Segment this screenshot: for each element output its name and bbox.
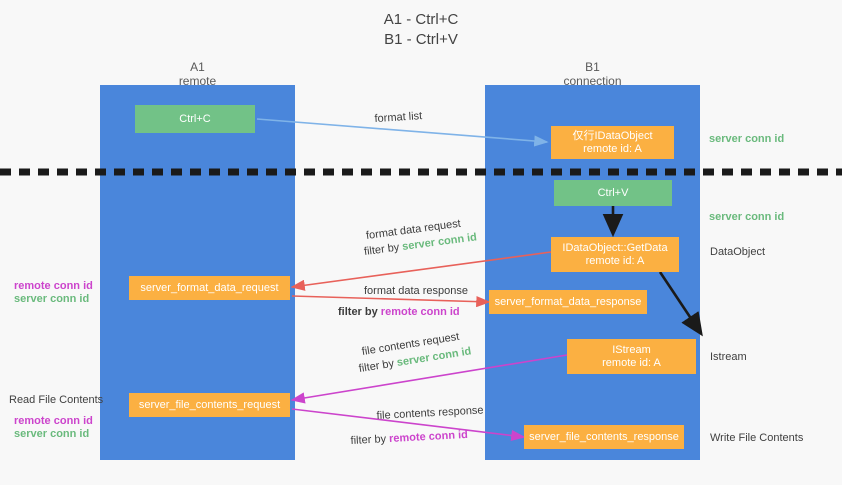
box-istream[interactable]: IStream remote id: A bbox=[567, 339, 696, 374]
box-ctrl-v[interactable]: Ctrl+V bbox=[554, 180, 672, 206]
box-server-format-data-response[interactable]: server_format_data_response bbox=[489, 290, 647, 314]
annotation-istream: Istream bbox=[710, 350, 747, 364]
annotation-remote-conn-id-1: remote conn id bbox=[14, 279, 93, 293]
arrow-label-format-list: format list bbox=[374, 109, 422, 126]
annotation-read-file-contents: Read File Contents bbox=[9, 393, 103, 407]
box-idataobject-getdata-line1: IDataObject::GetData bbox=[562, 241, 668, 254]
box-ctrl-c[interactable]: Ctrl+C bbox=[135, 105, 255, 133]
box-idataobject-line1: 仅行IDataObject bbox=[572, 129, 653, 142]
annotation-remote-conn-id-1-text: remote conn id bbox=[14, 280, 93, 292]
box-server-format-data-request[interactable]: server_format_data_request bbox=[129, 276, 290, 300]
box-idataobject-getdata-line2: remote id: A bbox=[585, 254, 645, 267]
box-idataobject[interactable]: 仅行IDataObject remote id: A bbox=[551, 126, 674, 159]
annotation-server-conn-id-2: server conn id bbox=[14, 427, 89, 441]
column-header-a1-sub: remote bbox=[178, 74, 217, 88]
annotation-server-conn-id-mid: server conn id bbox=[709, 210, 784, 224]
annotation-server-conn-id-top: server conn id bbox=[709, 132, 784, 146]
annotation-write-file-contents: Write File Contents bbox=[710, 431, 803, 445]
annotation-read-file-contents-text: Read File Contents bbox=[9, 394, 104, 406]
box-ctrl-c-label: Ctrl+C bbox=[179, 112, 211, 125]
arrow-label-file-contents-response-text: file contents response bbox=[376, 404, 484, 423]
column-header-a1-name: A1 bbox=[190, 60, 205, 74]
page-title: A1 - Ctrl+C B1 - Ctrl+V bbox=[0, 10, 842, 50]
annotation-server-conn-id-top-text: server conn id bbox=[709, 133, 785, 145]
box-server-format-data-request-label: server_format_data_request bbox=[140, 281, 279, 294]
box-server-file-contents-request-label: server_file_contents_request bbox=[138, 398, 281, 411]
annotation-remote-conn-id-2: remote conn id bbox=[14, 414, 93, 428]
filter-prefix-2: filter by bbox=[338, 306, 381, 318]
filter-prefix-3: filter by bbox=[357, 357, 398, 376]
arrow-label-format-data-response-text: format data response bbox=[364, 285, 468, 297]
column-header-a1: A1 remote bbox=[100, 60, 295, 88]
annotation-remote-conn-id-2-text: remote conn id bbox=[14, 415, 93, 427]
arrow-label-file-contents-response: file contents response bbox=[376, 403, 484, 423]
title-line-1: A1 - Ctrl+C bbox=[383, 11, 459, 28]
annotation-dataobject: DataObject bbox=[710, 245, 765, 259]
annotation-server-conn-id-1: server conn id bbox=[14, 292, 89, 306]
arrow-label-format-data-response-filter: filter by remote conn id bbox=[338, 305, 460, 319]
filter-value-2: remote conn id bbox=[380, 306, 460, 318]
annotation-write-file-contents-text: Write File Contents bbox=[710, 432, 804, 444]
annotation-server-conn-id-2-text: server conn id bbox=[14, 428, 90, 440]
box-server-file-contents-request[interactable]: server_file_contents_request bbox=[129, 393, 290, 417]
box-idataobject-getdata[interactable]: IDataObject::GetData remote id: A bbox=[551, 237, 679, 272]
arrow-label-format-list-text: format list bbox=[374, 110, 423, 126]
box-server-file-contents-response[interactable]: server_file_contents_response bbox=[524, 425, 684, 449]
annotation-istream-text: Istream bbox=[710, 351, 747, 363]
filter-prefix-1: filter by bbox=[363, 241, 404, 259]
box-istream-line2: remote id: A bbox=[602, 356, 661, 369]
box-ctrl-v-label: Ctrl+V bbox=[597, 186, 629, 199]
column-header-b1-name: B1 bbox=[585, 60, 600, 74]
box-server-format-data-response-label: server_format_data_response bbox=[494, 295, 642, 308]
annotation-dataobject-text: DataObject bbox=[710, 246, 766, 258]
box-istream-line1: IStream bbox=[612, 343, 651, 356]
annotation-server-conn-id-mid-text: server conn id bbox=[709, 211, 785, 223]
box-idataobject-line2: remote id: A bbox=[583, 142, 642, 155]
annotation-server-conn-id-1-text: server conn id bbox=[14, 293, 90, 305]
arrow-label-format-data-response: format data response bbox=[364, 284, 468, 298]
filter-value-4: remote conn id bbox=[388, 428, 469, 445]
filter-prefix-4: filter by bbox=[350, 433, 390, 448]
column-header-b1: B1 connection bbox=[485, 60, 700, 88]
title-line-2: B1 - Ctrl+V bbox=[384, 31, 458, 48]
column-header-b1-sub: connection bbox=[563, 74, 622, 88]
box-server-file-contents-response-label: server_file_contents_response bbox=[529, 430, 679, 443]
arrow-label-file-contents-response-filter: filter by remote conn id bbox=[350, 428, 468, 448]
